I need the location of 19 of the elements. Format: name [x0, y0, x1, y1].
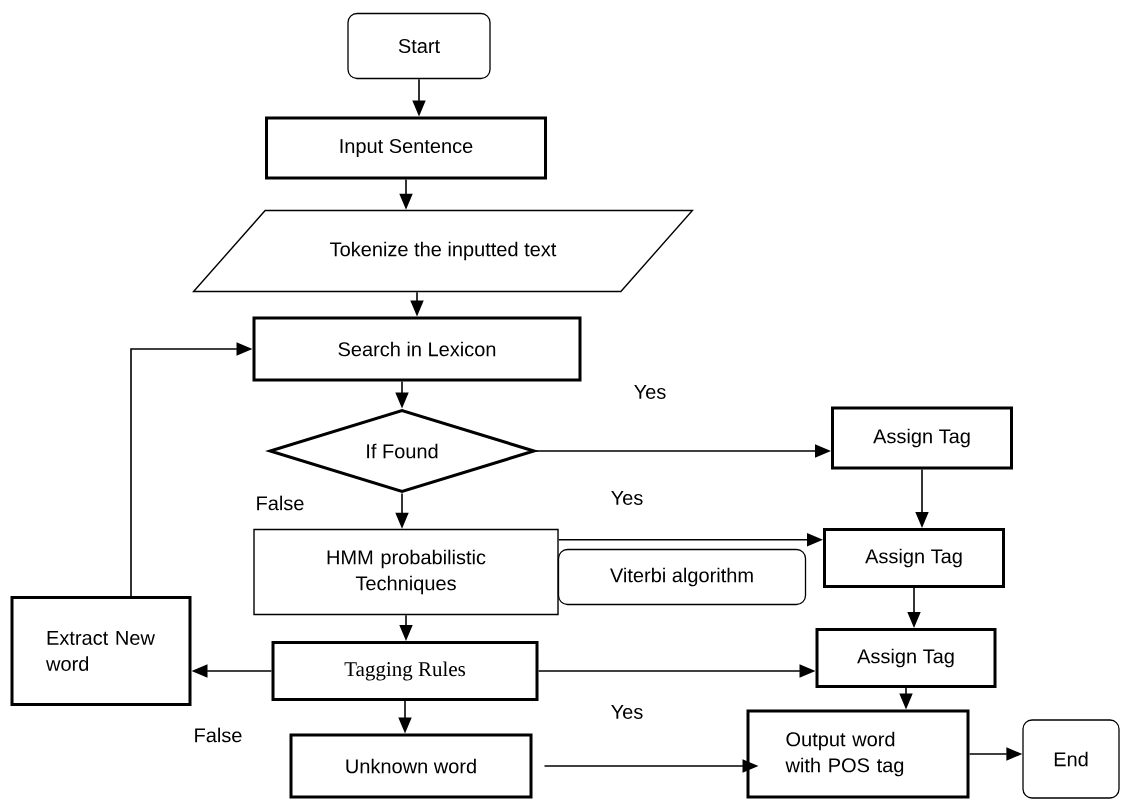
- process-box: Assign Tag: [815, 628, 997, 688]
- terminal-box: End: [1022, 719, 1120, 799]
- branch-label: Yes: [634, 385, 666, 399]
- branch-label: Yes: [611, 491, 643, 505]
- process-box: Tagging Rules: [271, 641, 539, 701]
- note-box: Viterbi algorithm: [557, 548, 807, 606]
- process-box: Extract New word: [10, 596, 192, 706]
- branch-label: Yes: [611, 705, 643, 719]
- process-box: Unknown word: [289, 733, 533, 799]
- process-box: Input Sentence: [265, 116, 547, 180]
- process-box: Assign Tag: [831, 406, 1013, 470]
- process-box: HMM probabilistic Techniques: [253, 528, 559, 616]
- process-box: Assign Tag: [823, 528, 1005, 588]
- branch-label: False: [195, 727, 242, 743]
- input-parallelogram: Tokenize the inputted text: [192, 209, 694, 293]
- process-box: Output word with POS tag: [746, 709, 970, 799]
- branch-label: False: [257, 495, 304, 511]
- terminal-box: Start: [347, 12, 491, 80]
- process-box: Search in Lexicon: [252, 316, 582, 382]
